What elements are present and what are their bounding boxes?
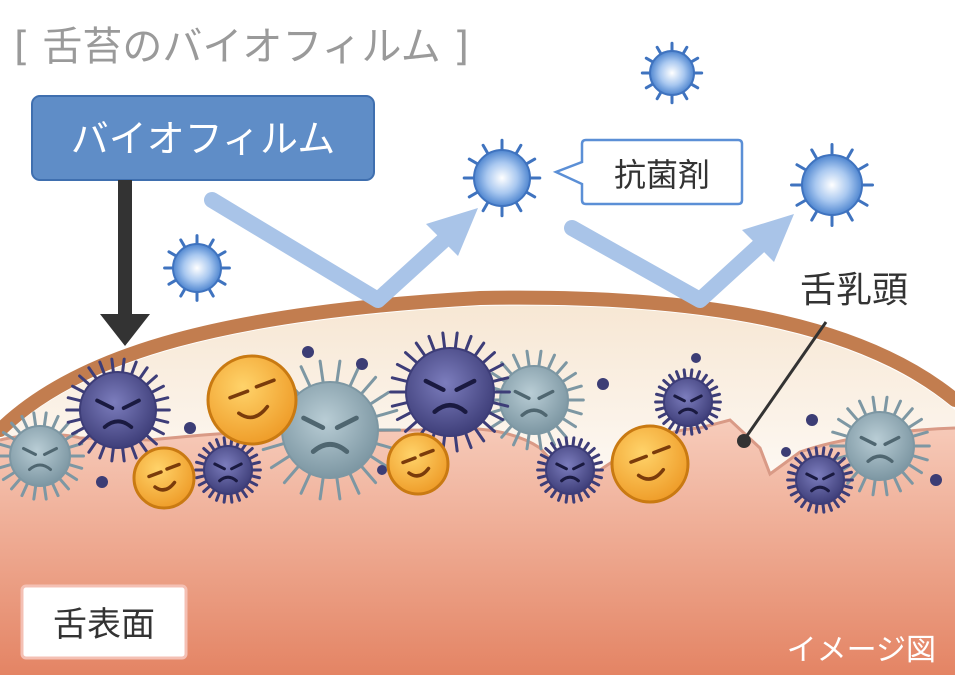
biofilm-dots [96, 346, 942, 488]
purple-bacterium-5 [654, 368, 722, 436]
antibacterial-agent-particles [163, 41, 874, 302]
bacteria-clusters [0, 331, 931, 514]
biofilm-pointer-head [100, 314, 150, 346]
biofilm-pointer-shaft [118, 180, 132, 320]
biofilm-outline [0, 290, 955, 437]
orange-bacterium-4 [610, 424, 690, 504]
orange-bacterium-2 [132, 446, 196, 510]
antibacterial-deflect-arrows [204, 192, 778, 308]
papilla-pointer-line [742, 321, 828, 441]
diagram-title: [ 舌苔のバイオフィルム ] [14, 24, 469, 70]
antibacterial-agent-4 [790, 143, 874, 227]
antibacterial-agent-2 [462, 138, 542, 218]
arrow-heads [426, 208, 794, 262]
gray-bacterium-3 [483, 349, 585, 451]
biofilm-label-box [31, 95, 375, 181]
antibacterial-agent-1 [640, 41, 704, 105]
antibacterial-agent-3 [163, 234, 231, 302]
tongue-surface-box [20, 584, 188, 660]
antibacterial-label: 抗菌剤 [614, 156, 710, 194]
purple-bacterium-3 [194, 436, 262, 504]
purple-bacterium-1 [65, 357, 171, 463]
antibacterial-callout [552, 138, 744, 206]
orange-bacterium-1 [206, 354, 298, 446]
gray-bacterium-2 [258, 359, 402, 501]
tongue-surface-label: 舌表面 [53, 605, 155, 645]
image-note-label: イメージ図 [787, 633, 936, 668]
purple-bacterium-4 [536, 436, 604, 504]
biofilm-label: バイオフィルム [71, 117, 335, 161]
purple-bacterium-6 [786, 446, 854, 514]
orange-bacterium-3 [386, 432, 450, 496]
papilla-label: 舌乳頭 [800, 270, 908, 311]
papilla-pointer-dot [737, 434, 751, 448]
